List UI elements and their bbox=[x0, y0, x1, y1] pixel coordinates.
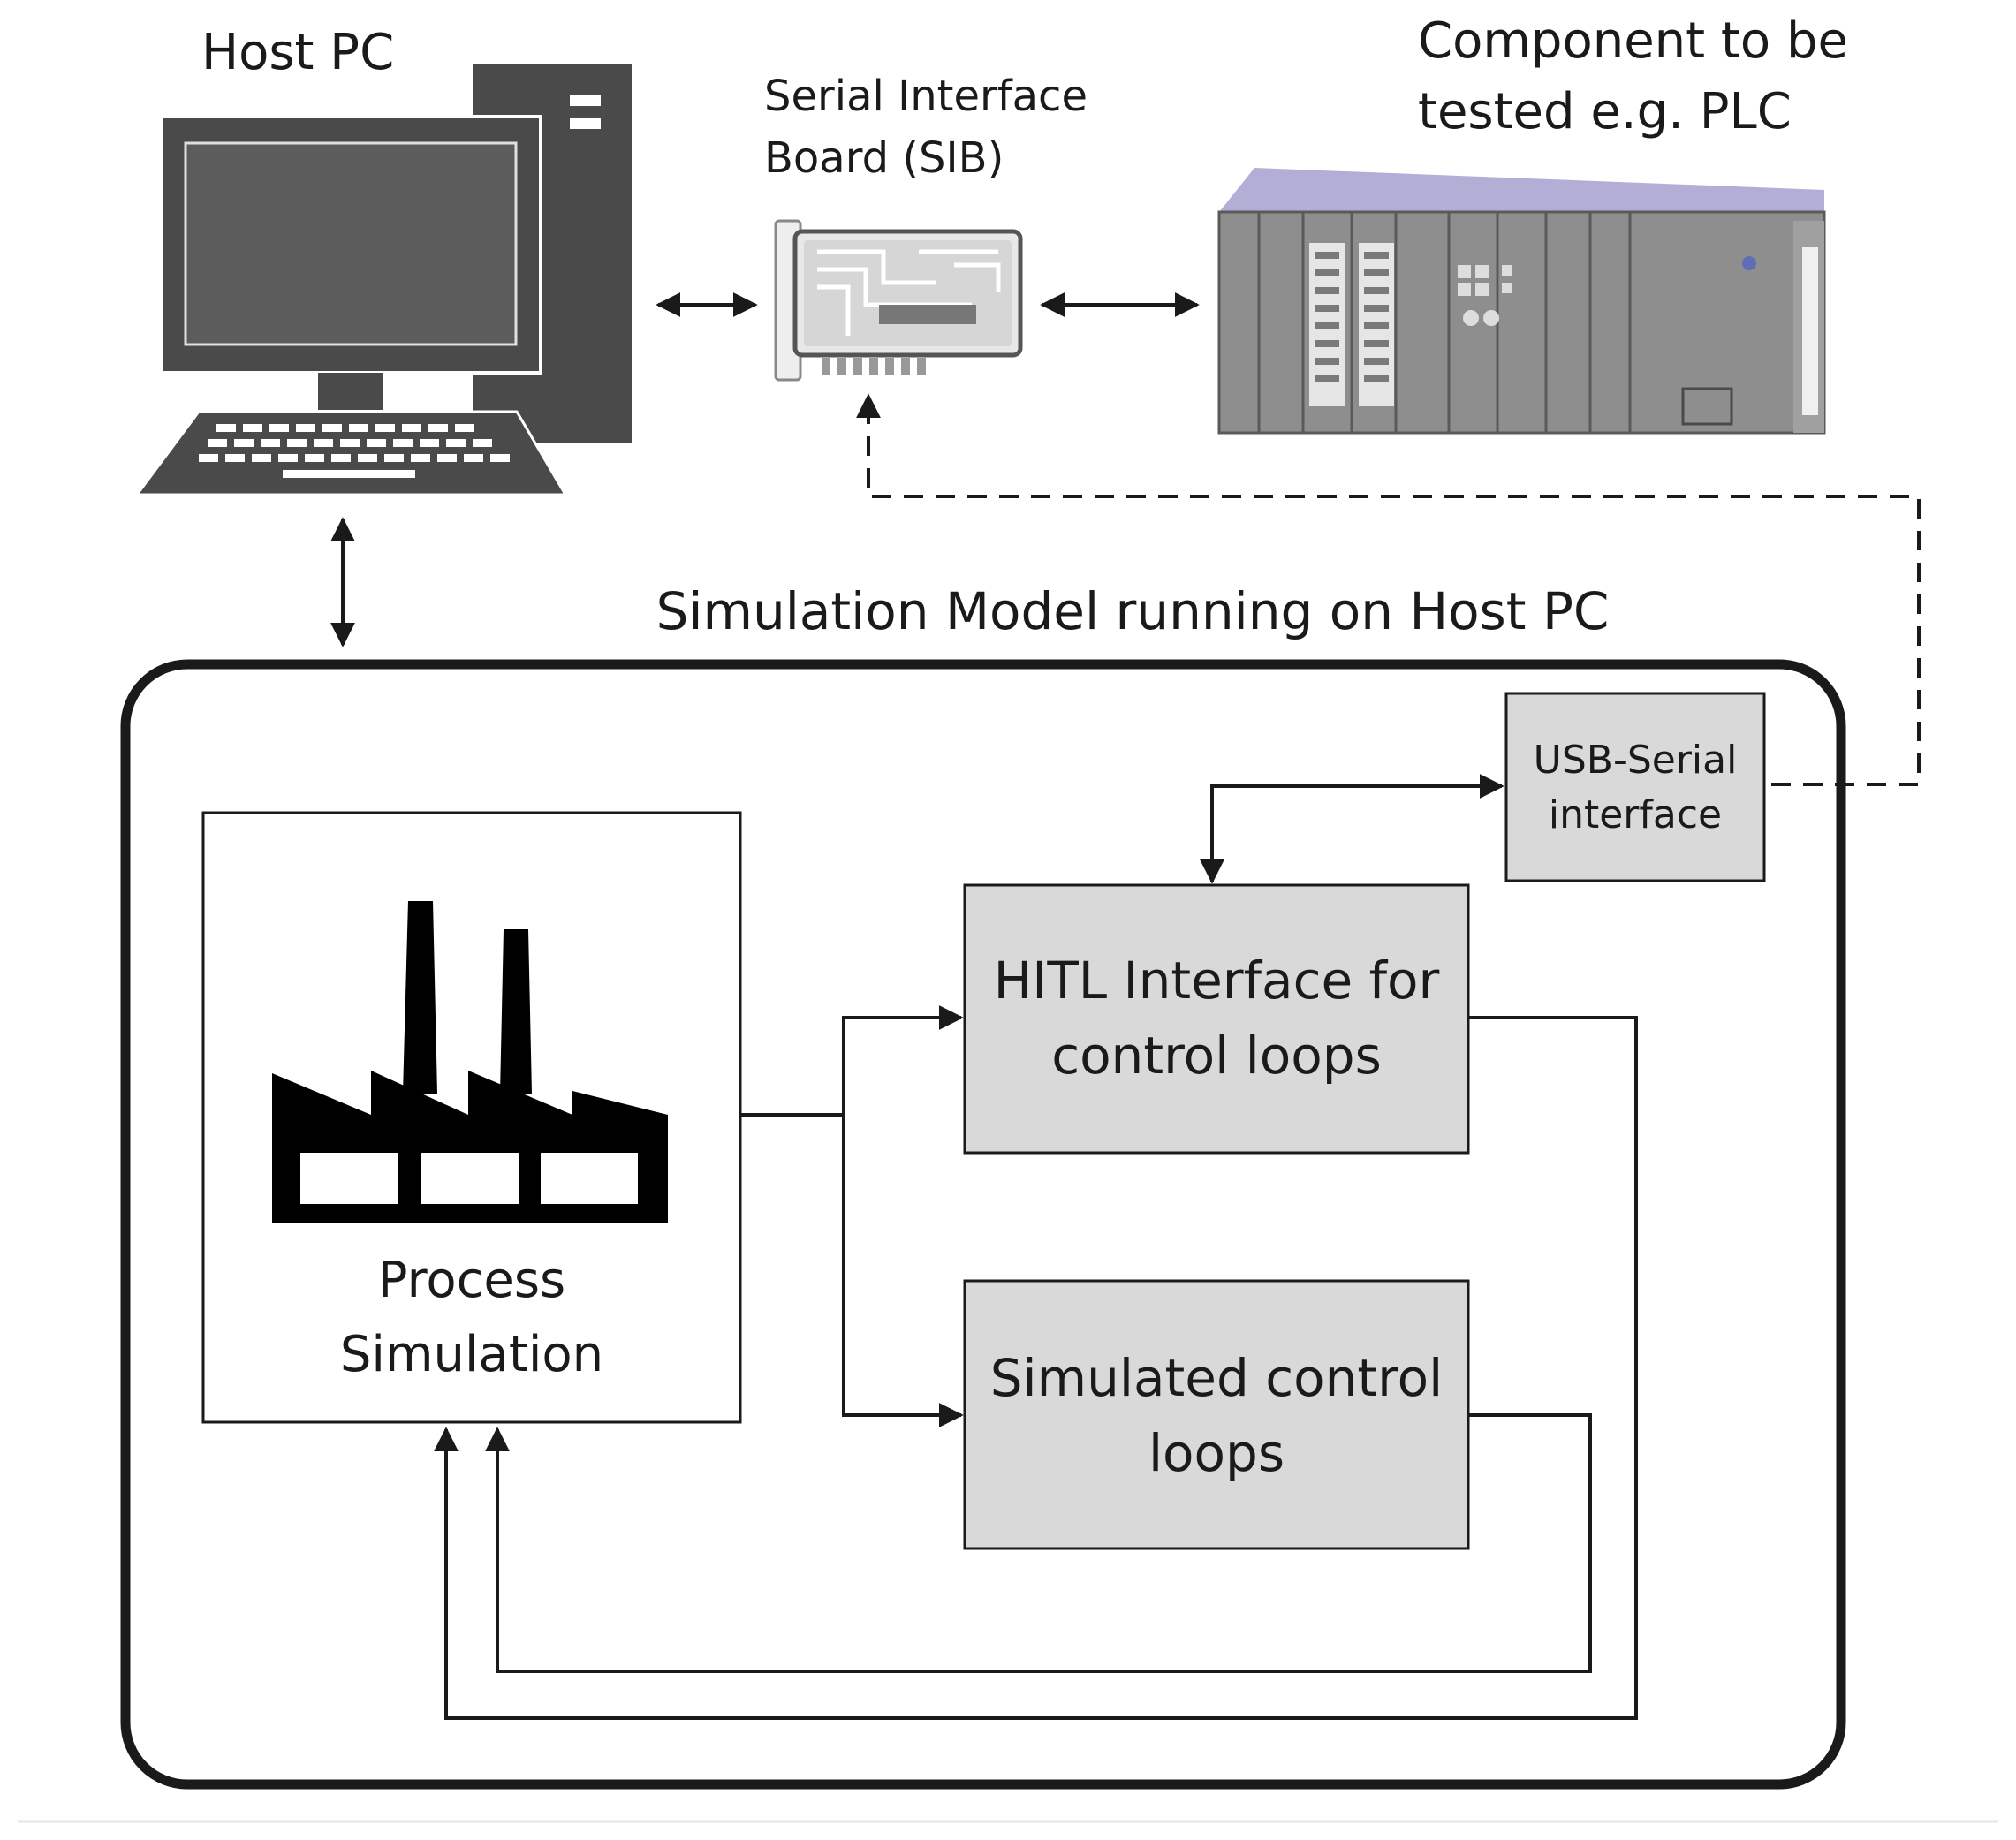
simulated-loops-label-line2: loops bbox=[1148, 1423, 1285, 1483]
process-simulation-label-line1: Process bbox=[378, 1252, 565, 1309]
circuit-board-icon bbox=[774, 219, 1023, 382]
plc-rack-icon bbox=[1217, 168, 1826, 435]
sib-label-line2: Board (SIB) bbox=[764, 133, 1004, 183]
process-to-hitl-arrow bbox=[740, 1005, 964, 1117]
usb-sib-dashed-link bbox=[856, 393, 1921, 786]
simulated-loops-label-line1: Simulated control bbox=[990, 1348, 1444, 1408]
hitl-interface-box bbox=[963, 883, 1470, 1155]
factory-icon bbox=[272, 901, 668, 1223]
simulated-feedback-arrow bbox=[485, 1413, 1592, 1673]
hitl-label-line2: control loops bbox=[1051, 1026, 1382, 1086]
desktop-computer-icon bbox=[134, 64, 632, 496]
simulation-model-container bbox=[120, 659, 1846, 1790]
usb-serial-interface-box bbox=[1504, 692, 1766, 882]
simulated-control-loops-box bbox=[963, 1279, 1470, 1550]
hitl-usb-arrow bbox=[1200, 774, 1504, 884]
process-simulation-label-line2: Simulation bbox=[340, 1326, 603, 1383]
host-pc-label: Host PC bbox=[201, 24, 394, 81]
hitl-feedback-arrow bbox=[434, 1016, 1638, 1720]
component-label-line2: tested e.g. PLC bbox=[1418, 83, 1792, 140]
usb-serial-label-line2: interface bbox=[1549, 792, 1722, 837]
usb-serial-label-line1: USB-Serial bbox=[1534, 738, 1738, 783]
component-label-line1: Component to be bbox=[1418, 12, 1848, 70]
sib-label-line1: Serial Interface bbox=[764, 72, 1088, 121]
hitl-label-line1: HITL Interface for bbox=[994, 950, 1440, 1011]
process-to-simulated-arrow bbox=[842, 1115, 964, 1427]
simulation-model-title: Simulation Model running on Host PC bbox=[656, 581, 1610, 641]
